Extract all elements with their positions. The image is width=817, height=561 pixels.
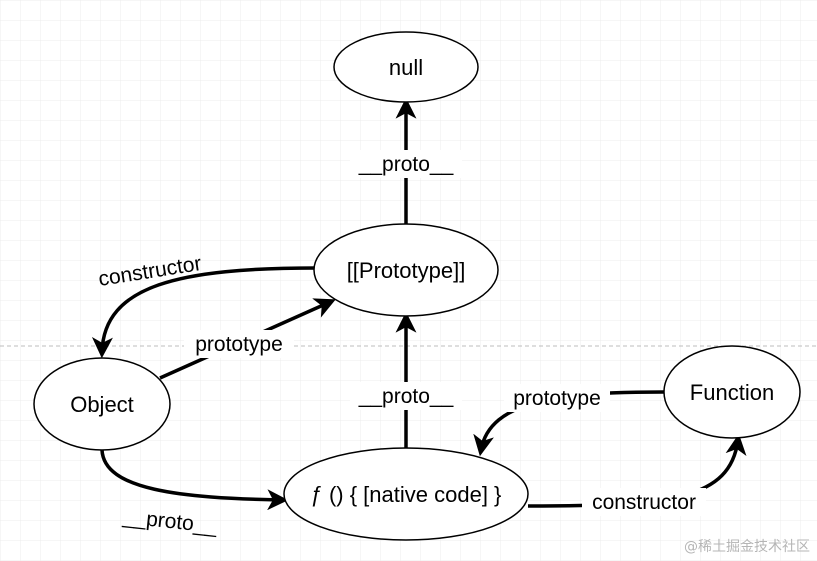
label-native-to-prototype: __proto__ — [358, 385, 454, 408]
node-function-label: Function — [690, 380, 774, 405]
label-constructor-to-function: constructor — [592, 491, 696, 514]
edge-label-backgrounds — [184, 150, 706, 516]
node-null-label: null — [389, 55, 423, 80]
label-function-prototype: prototype — [513, 387, 601, 410]
label-prototype-to-null: __proto__ — [358, 153, 454, 176]
node-native-function[interactable] — [283, 447, 529, 541]
watermark-text: @稀土掘金技术社区 — [684, 539, 810, 555]
edge-object-proto — [100, 449, 289, 511]
node-null[interactable] — [333, 31, 479, 103]
node-native-function-label: ƒ () { [native code] } — [311, 482, 502, 507]
node-object-label: Object — [70, 392, 134, 417]
node-labels: null [[Prototype]] Object ƒ () { [native… — [70, 55, 774, 507]
nodes — [33, 31, 801, 541]
node-object[interactable] — [33, 357, 171, 451]
edge-constructor-to-object — [91, 266, 317, 359]
label-object-prototype: prototype — [195, 333, 283, 356]
node-prototype[interactable] — [313, 223, 499, 317]
node-function[interactable] — [663, 345, 801, 439]
node-prototype-label: [[Prototype]] — [347, 258, 466, 283]
